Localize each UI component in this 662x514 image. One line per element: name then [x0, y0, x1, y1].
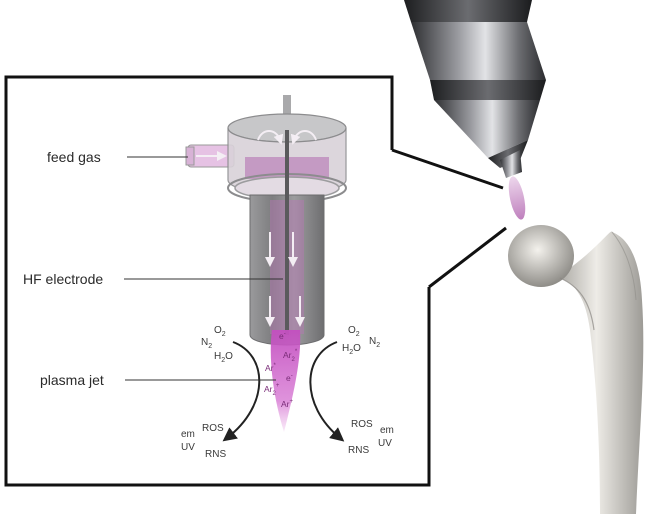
feed-gas-inlet [185, 144, 235, 168]
jet-ar2-ion: Ar2+ [264, 383, 280, 397]
left-uv-label: UV [181, 442, 195, 453]
hf-electrode-label: HF electrode [23, 271, 103, 287]
right-h2o-label: H2O [342, 343, 361, 356]
right-ros-label: ROS [351, 419, 373, 430]
femur-bone-icon [508, 225, 644, 514]
plasma-pen-nozzle-icon [404, 0, 546, 220]
plasma-jet-plume [270, 330, 301, 432]
left-em-label: em [181, 429, 195, 440]
jet-ar-excited: Ar* [265, 363, 277, 373]
left-o2-label: O2 [214, 325, 226, 338]
left-rns-label: RNS [205, 449, 226, 460]
connector-line-bottom [428, 226, 507, 289]
right-uv-label: UV [378, 438, 392, 449]
frame-outline [4, 75, 431, 487]
hf-electrode-rod [285, 130, 289, 335]
left-h2o-label: H2O [214, 351, 233, 364]
left-ros-label: ROS [202, 423, 224, 434]
left-n2-label: N2 [201, 337, 212, 350]
connector-line-top [391, 148, 504, 190]
jet-ar2-excited: Ar2* [283, 349, 298, 363]
right-flow-arrow [309, 341, 345, 442]
torch-tube [249, 130, 325, 346]
right-rns-label: RNS [348, 445, 369, 456]
right-o2-label: O2 [348, 325, 360, 338]
feed-gas-label: feed gas [47, 149, 101, 165]
plasma-jet-label: plasma jet [40, 372, 104, 388]
jet-electron-1: e- [279, 331, 286, 341]
jet-ar-ion: Ar+ [281, 399, 294, 409]
right-em-label: em [380, 425, 394, 436]
left-flow-arrow [222, 341, 261, 442]
callout-frame [4, 75, 507, 487]
right-n2-label: N2 [369, 336, 380, 349]
flow-arrows [222, 341, 345, 442]
jet-electron-2: e- [286, 373, 293, 383]
